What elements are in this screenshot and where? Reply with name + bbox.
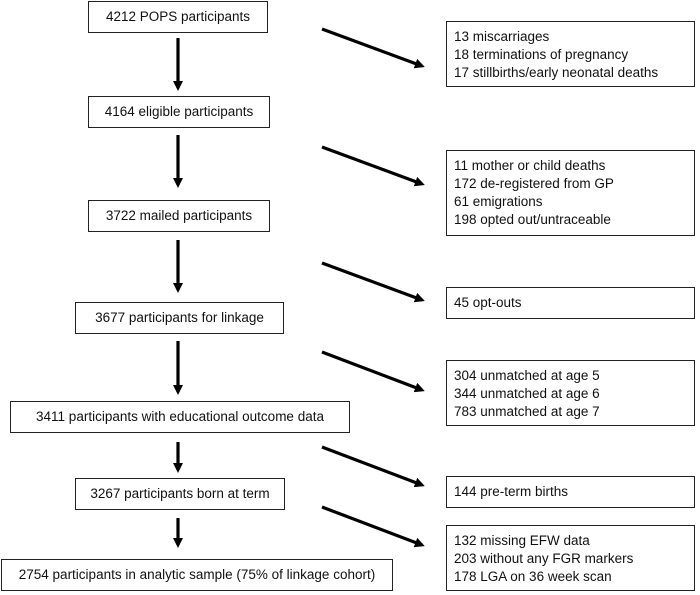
main-box-3: 3722 mailed participants bbox=[88, 200, 270, 232]
exclusion-item: 172 de-registered from GP bbox=[454, 176, 614, 191]
side-arrow-2 bbox=[321, 145, 425, 187]
exclusion-box-3: 45 opt-outs bbox=[446, 287, 695, 319]
exclusion-item: 61 emigrations bbox=[454, 194, 543, 209]
main-box-7-label: 2754 participants in analytic sample (75… bbox=[18, 567, 376, 582]
exclusion-item: 13 miscarriages bbox=[454, 29, 550, 44]
main-box-1: 4212 POPS participants bbox=[88, 1, 268, 33]
exclusion-item: 344 unmatched at age 6 bbox=[454, 386, 600, 401]
main-box-5-label: 3411 participants with educational outco… bbox=[36, 409, 324, 424]
exclusion-item: 783 unmatched at age 7 bbox=[454, 404, 600, 419]
exclusion-box-4: 304 unmatched at age 5 344 unmatched at … bbox=[446, 360, 695, 426]
exclusion-box-5: 144 pre-term births bbox=[446, 476, 695, 508]
main-box-6-label: 3267 participants born at term bbox=[90, 486, 270, 501]
main-box-4-label: 3677 participants for linkage bbox=[95, 310, 264, 325]
main-box-7: 2754 participants in analytic sample (75… bbox=[1, 559, 393, 591]
exclusion-box-2: 11 mother or child deaths 172 de-registe… bbox=[446, 150, 695, 236]
exclusion-box-1: 13 miscarriages 18 terminations of pregn… bbox=[446, 21, 695, 87]
exclusion-item: 304 unmatched at age 5 bbox=[454, 368, 600, 383]
main-box-3-label: 3722 mailed participants bbox=[105, 208, 253, 223]
main-box-6: 3267 participants born at term bbox=[75, 478, 285, 510]
main-box-1-label: 4212 POPS participants bbox=[105, 9, 251, 24]
exclusion-item: 45 opt-outs bbox=[454, 295, 522, 310]
exclusion-item: 178 LGA on 36 week scan bbox=[454, 569, 612, 584]
exclusion-item: 132 missing EFW data bbox=[454, 533, 590, 548]
exclusion-box-6: 132 missing EFW data 203 without any FGR… bbox=[446, 525, 695, 591]
exclusion-item: 18 terminations of pregnancy bbox=[454, 47, 629, 62]
main-box-4: 3677 participants for linkage bbox=[75, 302, 284, 334]
exclusion-item: 17 stillbirths/early neonatal deaths bbox=[454, 65, 659, 80]
exclusion-item: 11 mother or child deaths bbox=[454, 158, 606, 173]
side-arrow-3 bbox=[321, 261, 425, 303]
side-arrow-6 bbox=[321, 505, 425, 548]
main-box-2-label: 4164 eligible participants bbox=[104, 104, 254, 119]
side-arrow-5 bbox=[321, 445, 425, 488]
exclusion-item: 203 without any FGR markers bbox=[454, 551, 634, 566]
exclusion-item: 144 pre-term births bbox=[454, 484, 569, 499]
side-arrow-4 bbox=[321, 350, 425, 393]
exclusion-item: 198 opted out/untraceable bbox=[454, 212, 611, 227]
side-arrow-1 bbox=[321, 27, 425, 69]
main-box-2: 4164 eligible participants bbox=[88, 96, 270, 128]
main-box-5: 3411 participants with educational outco… bbox=[10, 401, 350, 433]
